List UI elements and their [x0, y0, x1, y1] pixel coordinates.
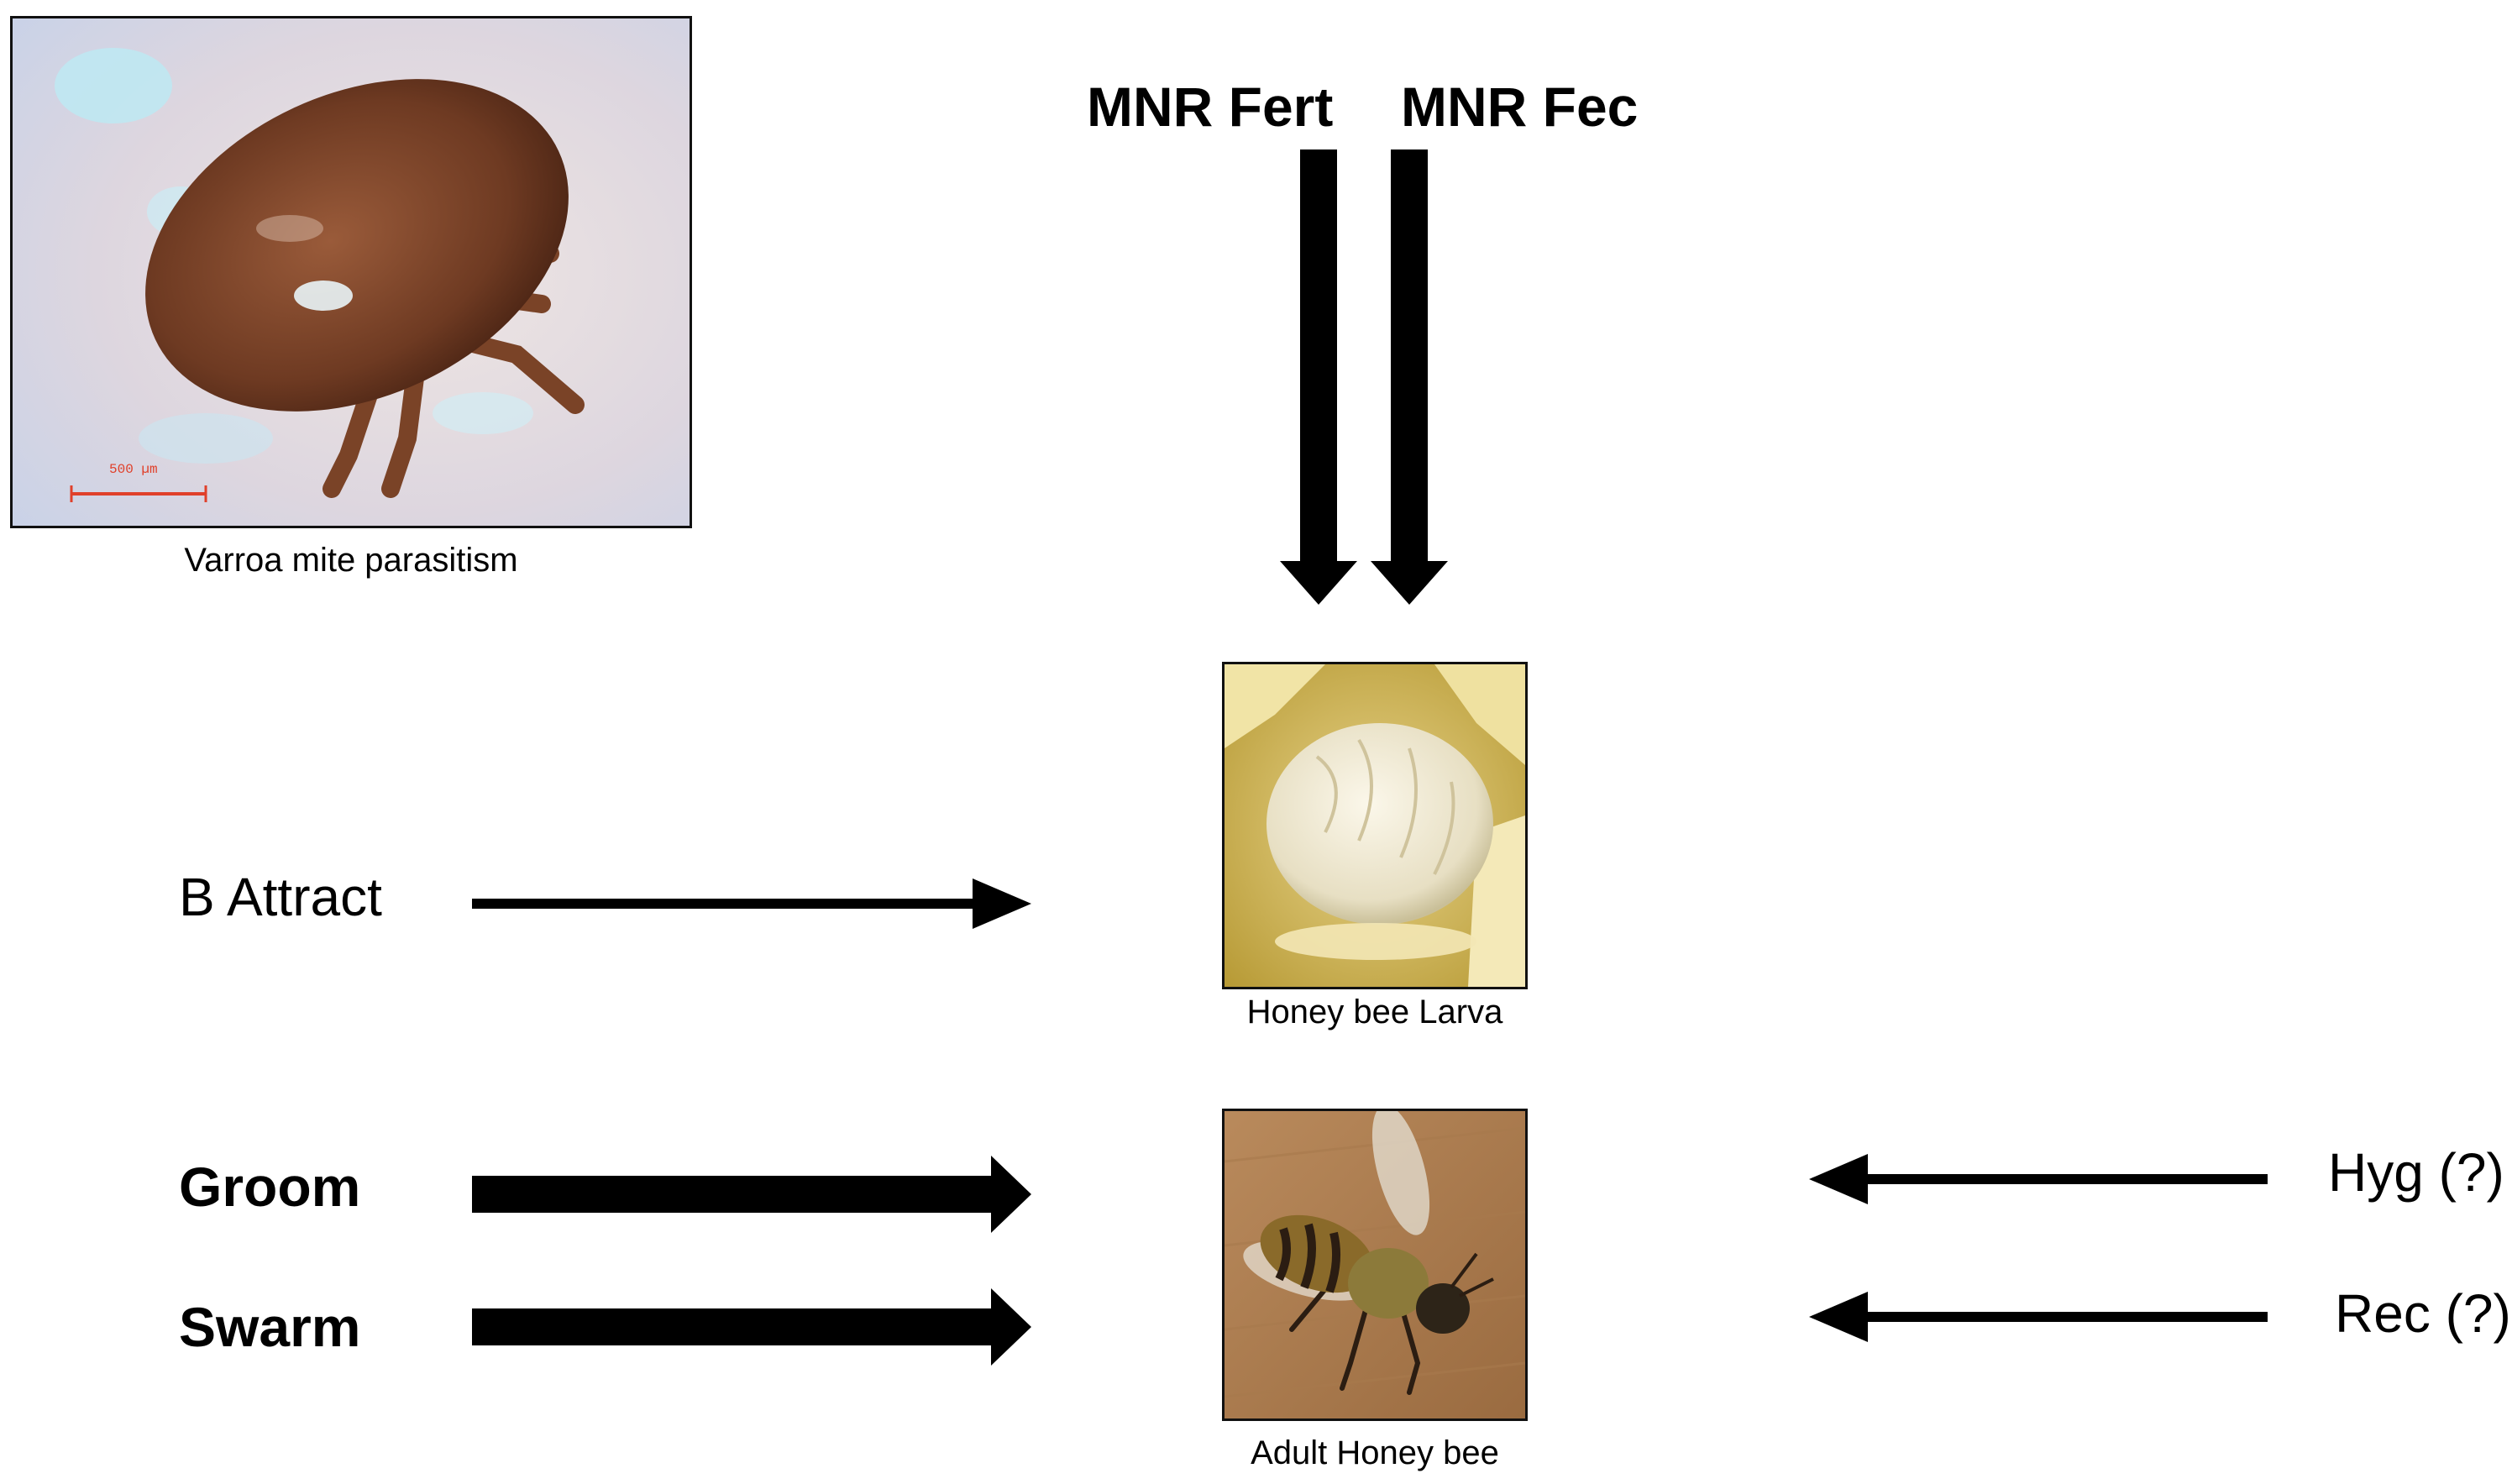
mnr-fec-arrow — [1371, 149, 1448, 605]
larva-photo — [1222, 662, 1528, 989]
adult-bee-photo — [1222, 1109, 1528, 1421]
rec-arrow — [1809, 1292, 2268, 1342]
mnr-fec-label: MNR Fec — [1401, 76, 1639, 138]
adult-bee-illustration — [1225, 1111, 1525, 1418]
larva-caption: Honey bee Larva — [1246, 994, 1503, 1030]
hyg-arrow — [1809, 1154, 2268, 1204]
varroa-mite-photo: 500 µm — [10, 16, 692, 528]
varroa-mite-illustration — [13, 18, 690, 526]
groom-arrow — [472, 1156, 1031, 1233]
rec-label: Rec (?) — [2335, 1283, 2511, 1344]
groom-label: Groom — [179, 1156, 361, 1218]
swarm-label: Swarm — [179, 1296, 361, 1358]
mnr-fert-label: MNR Fert — [1087, 76, 1334, 138]
mite-caption: Varroa mite parasitism — [184, 542, 518, 579]
b-attract-label: B Attract — [179, 867, 382, 927]
b-attract-arrow — [472, 878, 1031, 929]
mnr-fert-arrow — [1280, 149, 1357, 605]
larva-illustration — [1225, 664, 1525, 987]
hyg-label: Hyg (?) — [2328, 1142, 2504, 1203]
swarm-arrow — [472, 1288, 1031, 1366]
adult-bee-caption: Adult Honey bee — [1251, 1434, 1499, 1471]
scale-bar-label: 500 µm — [109, 462, 158, 477]
